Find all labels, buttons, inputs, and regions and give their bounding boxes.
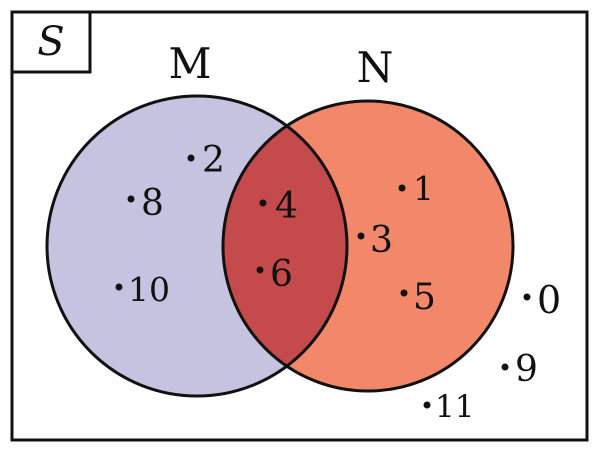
element-dot xyxy=(523,293,531,301)
element-label: 9 xyxy=(515,349,538,390)
element-dot xyxy=(256,266,264,274)
element-dot xyxy=(187,154,195,162)
element-dot xyxy=(115,283,123,291)
universe-label-box xyxy=(10,10,92,74)
element-label: 5 xyxy=(413,277,436,318)
region-only-n: 1 3 5 xyxy=(357,169,436,318)
set-m-label: M xyxy=(168,39,211,88)
element-dot xyxy=(501,363,509,371)
region-intersection: 4 6 xyxy=(256,186,298,295)
element-dot xyxy=(423,401,431,409)
element-dot xyxy=(259,199,267,207)
element-label: 8 xyxy=(141,183,164,224)
set-m-outline xyxy=(45,94,349,398)
element-label: 10 xyxy=(128,270,170,309)
element-label: 2 xyxy=(202,140,225,181)
intersection-region xyxy=(223,101,347,391)
element-label: 3 xyxy=(370,220,393,261)
region-only-m: 2 8 10 xyxy=(115,140,225,309)
element-dot xyxy=(357,232,365,240)
element-label: 11 xyxy=(435,389,474,425)
element-label: 0 xyxy=(537,278,561,322)
element-dot xyxy=(127,195,135,203)
element-label: 1 xyxy=(413,169,434,208)
set-n-outline xyxy=(221,99,515,393)
set-n-label: N xyxy=(357,43,394,92)
element-dot xyxy=(398,184,406,192)
element-dot xyxy=(400,289,408,297)
region-outside: 0 9 11 xyxy=(423,278,561,425)
element-label: 4 xyxy=(275,186,298,227)
universe-label: S xyxy=(37,19,64,65)
element-label: 6 xyxy=(270,254,293,295)
